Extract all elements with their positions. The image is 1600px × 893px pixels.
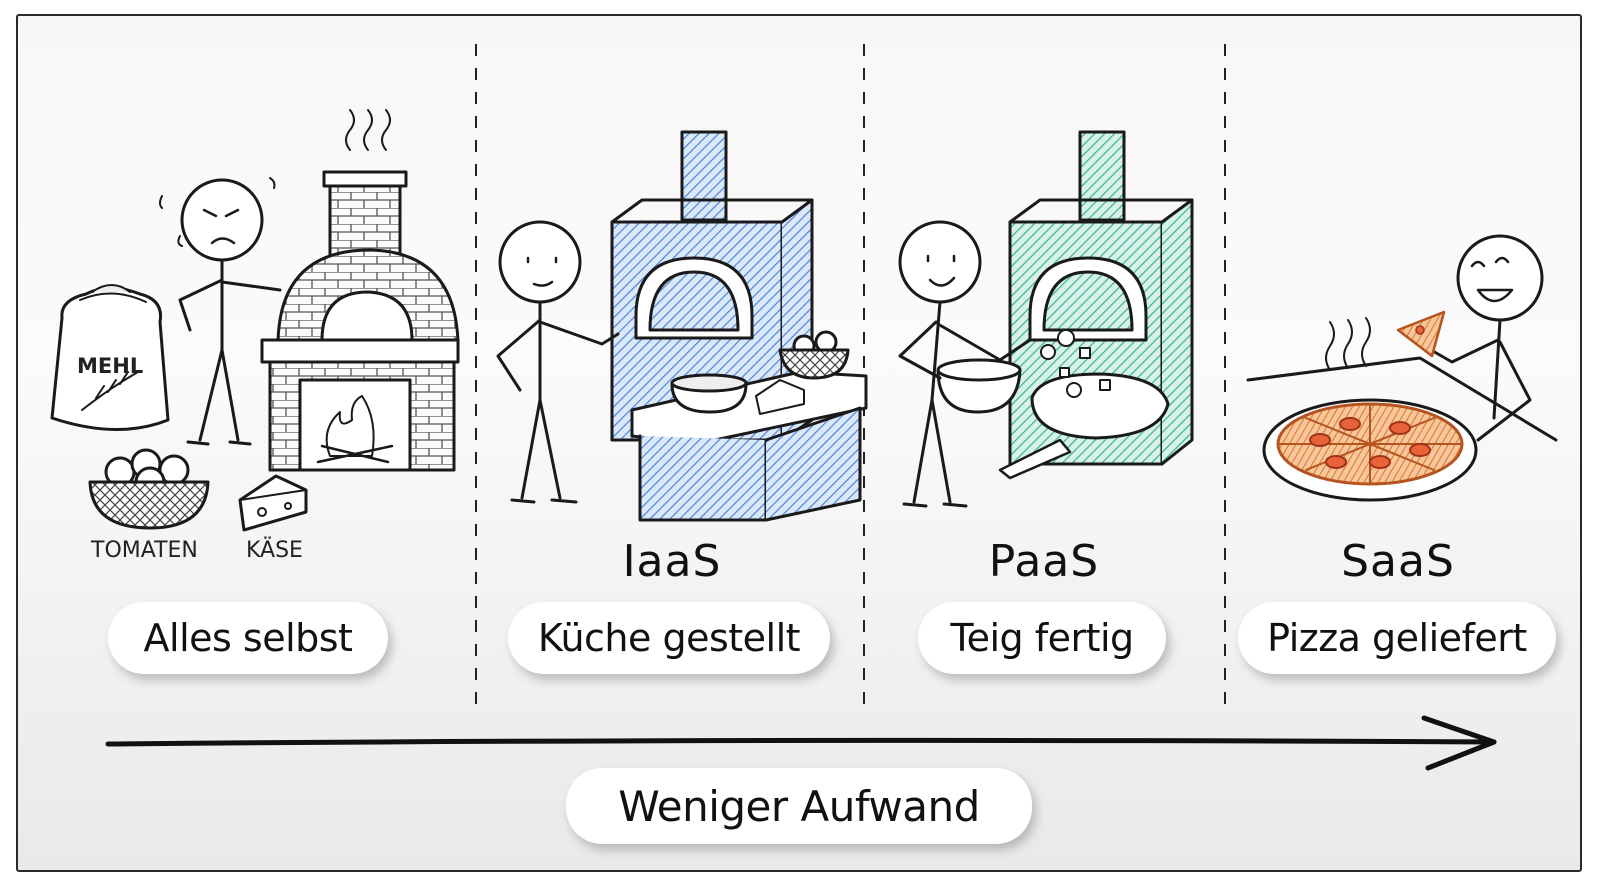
pizza-peel-icon — [998, 438, 1072, 480]
saas-person-head — [1456, 234, 1544, 322]
paas-chimney — [1078, 130, 1126, 222]
flour-label: MEHL — [77, 354, 144, 378]
arrow-label: Weniger Aufwand — [566, 768, 1032, 844]
iaas-chimney — [680, 130, 728, 222]
iaas-person-body — [496, 300, 620, 500]
caption-teig-fertig: Teig fertig — [918, 602, 1166, 674]
counter-basket-icon — [778, 330, 850, 380]
tier-label-iaas: IaaS — [622, 536, 722, 587]
toppings-icon — [1040, 329, 1111, 398]
tier-label-paas: PaaS — [988, 536, 1100, 587]
iaas-person-head — [498, 220, 582, 304]
toppings-bowl-icon — [936, 368, 1022, 414]
caption-pizza-geliefert: Pizza geliefert — [1238, 602, 1556, 674]
stage-paas-illustration — [898, 130, 1194, 508]
table-edge — [1246, 356, 1558, 442]
angry-person-head — [180, 178, 264, 262]
stage-iaas-illustration — [496, 130, 868, 522]
stage-saas-illustration — [1246, 234, 1558, 502]
tier-label-saas: SaaS — [1341, 536, 1455, 587]
tomatoes-label: TOMATEN — [91, 538, 198, 563]
tomato-basket-icon — [88, 448, 210, 530]
pepperoni-icons — [1309, 417, 1431, 469]
paas-person-body — [898, 300, 1032, 504]
wheat-icon — [81, 371, 139, 411]
flour-sack-icon — [50, 286, 170, 432]
effort-arrow — [105, 715, 1497, 771]
counter-cheese-icon — [755, 379, 805, 415]
cheese-label: KÄSE — [246, 538, 303, 563]
cheese-icon — [238, 474, 308, 532]
angry-person-body — [178, 258, 282, 442]
paas-person-head — [898, 220, 982, 304]
fire-icon — [325, 395, 375, 457]
caption-alles-selbst: Alles selbst — [108, 602, 388, 674]
caption-kueche-gestellt: Küche gestellt — [508, 602, 830, 674]
stage-diy-illustration — [50, 109, 460, 532]
